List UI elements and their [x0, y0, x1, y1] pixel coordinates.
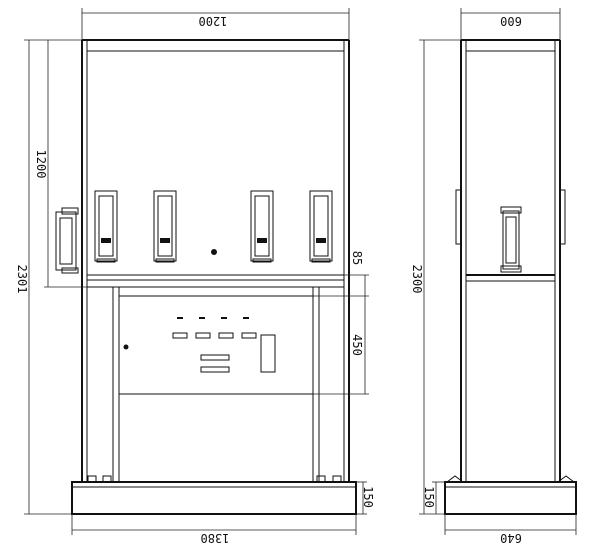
dim-front-base-width: 1380 — [201, 531, 230, 545]
panel-dot — [123, 344, 129, 350]
front-view — [55, 39, 357, 515]
front-dimensions: 1200 1380 2301 1200 85 450 150 — [15, 8, 375, 545]
side-dimensions: 600 640 2300 150 — [410, 8, 577, 545]
gauge-tube-1 — [94, 190, 118, 263]
dim-front-base-height: 150 — [361, 486, 375, 508]
meter-window — [260, 334, 276, 373]
display-slot-2 — [200, 366, 230, 373]
switch-2 — [195, 332, 211, 339]
dim-front-panel-height: 450 — [350, 334, 364, 356]
gauge-tube-3 — [250, 190, 274, 263]
dim-front-upper-height: 1200 — [34, 150, 48, 179]
indicator-dot — [211, 249, 217, 255]
dim-front-top-width: 1200 — [199, 14, 228, 28]
dim-side-total-height: 2300 — [410, 265, 424, 294]
dim-side-top-width: 600 — [500, 14, 522, 28]
side-base — [444, 481, 577, 515]
front-base — [71, 481, 357, 515]
display-slot-1 — [200, 354, 230, 361]
control-panel — [118, 295, 314, 395]
side-view — [444, 39, 577, 515]
side-view-handle — [500, 206, 522, 273]
dim-side-base-height: 150 — [422, 486, 436, 508]
switch-3 — [218, 332, 234, 339]
dim-front-gap: 85 — [350, 251, 364, 265]
gauge-tube-2 — [153, 190, 177, 263]
upper-cabinet-ledge — [86, 274, 345, 281]
side-handle — [55, 207, 79, 274]
gauge-tube-4 — [309, 190, 333, 263]
switch-4 — [241, 332, 257, 339]
dim-front-total-height: 2301 — [15, 265, 29, 294]
switch-1 — [172, 332, 188, 339]
dim-side-base-width: 640 — [500, 531, 522, 545]
